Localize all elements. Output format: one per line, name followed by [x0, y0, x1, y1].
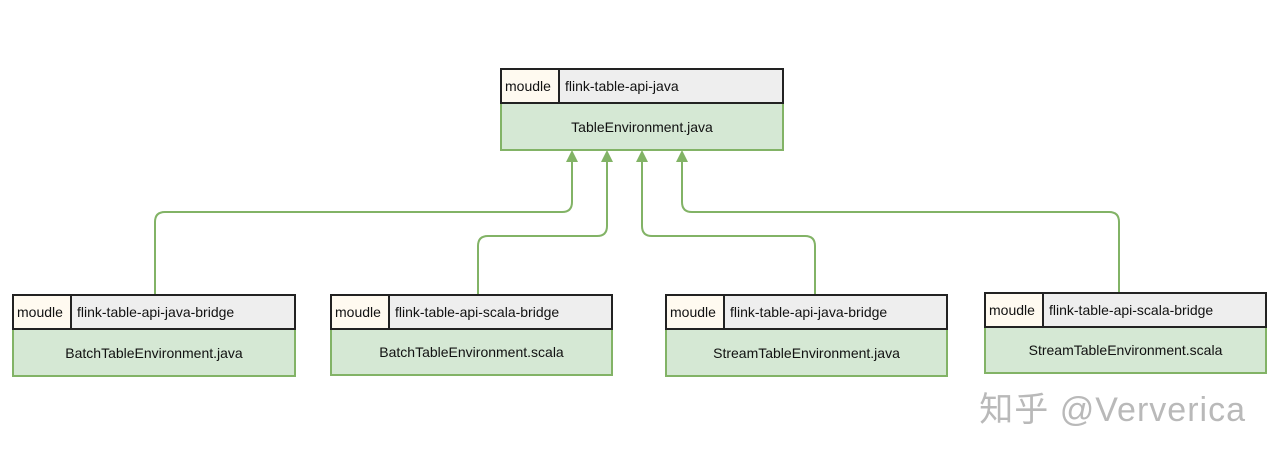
edge-batch-scala — [477, 158, 608, 294]
node-table-environment: moudle flink-table-api-java TableEnviron… — [500, 68, 784, 151]
node-stream-table-environment-java: moudle flink-table-api-java-bridge Strea… — [665, 294, 948, 377]
module-tag: moudle — [14, 296, 72, 328]
module-name: flink-table-api-java-bridge — [77, 304, 235, 320]
edge-stream-java — [641, 158, 816, 294]
class-file: TableEnvironment.java — [500, 104, 784, 151]
node-batch-table-environment-java: moudle flink-table-api-java-bridge Batch… — [12, 294, 296, 377]
module-name: flink-table-api-java-bridge — [730, 304, 888, 320]
node-stream-table-environment-scala: moudle flink-table-api-scala-bridge Stre… — [984, 292, 1267, 374]
arrowhead — [601, 150, 613, 162]
module-name: flink-table-api-scala-bridge — [395, 304, 560, 320]
module-name: flink-table-api-scala-bridge — [1049, 302, 1214, 318]
module-header: moudle flink-table-api-java — [500, 68, 784, 104]
edge-batch-java — [154, 158, 573, 294]
class-file: BatchTableEnvironment.scala — [330, 330, 613, 376]
module-name: flink-table-api-java — [565, 78, 679, 94]
arrowhead — [676, 150, 688, 162]
watermark: 知乎 @Ververica — [979, 391, 1246, 429]
module-header: moudle flink-table-api-java-bridge — [12, 294, 296, 330]
class-file: BatchTableEnvironment.java — [12, 330, 296, 377]
module-header: moudle flink-table-api-scala-bridge — [330, 294, 613, 330]
module-header: moudle flink-table-api-java-bridge — [665, 294, 948, 330]
module-tag: moudle — [332, 296, 390, 328]
module-tag: moudle — [502, 70, 560, 102]
module-tag: moudle — [986, 294, 1044, 326]
module-tag: moudle — [667, 296, 725, 328]
module-header: moudle flink-table-api-scala-bridge — [984, 292, 1267, 328]
edge-stream-scala — [681, 158, 1120, 292]
arrowhead — [566, 150, 578, 162]
class-file: StreamTableEnvironment.scala — [984, 328, 1267, 374]
class-file: StreamTableEnvironment.java — [665, 330, 948, 377]
node-batch-table-environment-scala: moudle flink-table-api-scala-bridge Batc… — [330, 294, 613, 376]
arrowhead — [636, 150, 648, 162]
